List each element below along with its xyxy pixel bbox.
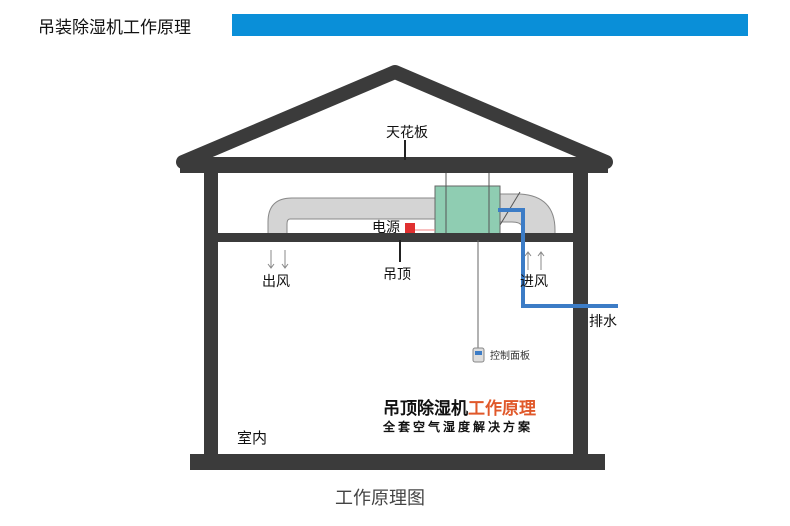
outlet-arrows-icon [267, 250, 289, 269]
label-ceiling: 天花板 [386, 125, 428, 141]
label-power: 电源 [372, 220, 400, 236]
headline: 吊顶除湿机工作原理 [383, 398, 536, 419]
header-title: 吊装除湿机工作原理 [38, 18, 191, 38]
label-control-panel: 控制面板 [490, 349, 530, 362]
label-suspended-ceiling: 吊顶 [383, 267, 411, 283]
headline-part1: 吊顶除湿机 [383, 398, 468, 419]
left-wall [204, 165, 218, 470]
label-indoor: 室内 [237, 429, 267, 447]
roof [176, 65, 613, 169]
power-box [405, 223, 415, 233]
control-panel-screen [475, 351, 482, 355]
diagram-caption: 工作原理图 [335, 488, 425, 509]
header-accent-bar [232, 14, 748, 36]
headline-subtitle: 全套空气湿度解决方案 [382, 419, 533, 434]
inlet-arrows-icon [524, 251, 545, 270]
suspended-ceiling [204, 233, 588, 242]
floor [190, 454, 605, 470]
drain-pipe [498, 208, 618, 308]
label-inlet: 进风 [520, 274, 548, 290]
label-drain: 排水 [589, 314, 617, 330]
ceiling-beam [180, 157, 608, 173]
headline-part2: 工作原理 [468, 398, 536, 419]
right-wall [573, 165, 588, 470]
label-outlet: 出风 [262, 274, 290, 290]
dehumidifier-unit [434, 185, 501, 240]
